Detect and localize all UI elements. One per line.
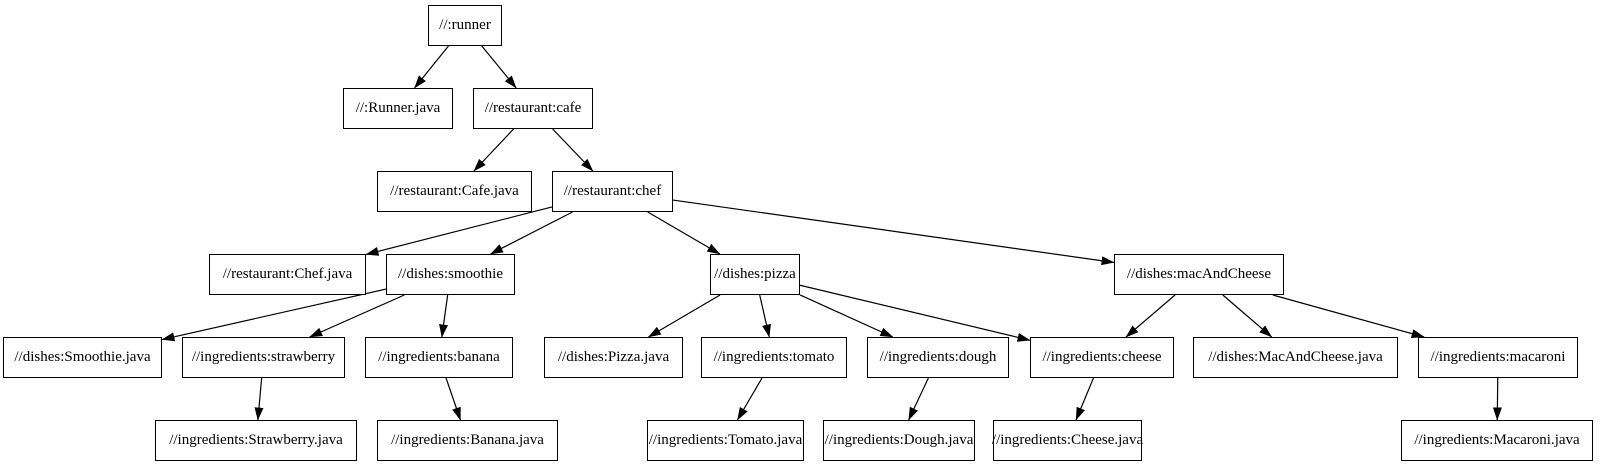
graph-edge-pizza-to-tomato (759, 294, 771, 338)
graph-node-macandcheese_java: //dishes:MacAndCheese.java (1193, 337, 1398, 378)
graph-node-runner: //:runner (428, 5, 502, 46)
graph-edge-chef-to-pizza (647, 211, 721, 255)
graph-node-cheese_java: //ingredients:Cheese.java (992, 420, 1143, 461)
graph-edge-macandcheese-to-cheese (1125, 294, 1176, 338)
graph-node-tomato_java: //ingredients:Tomato.java (647, 420, 804, 461)
graph-node-macaroni: //ingredients:macaroni (1418, 337, 1578, 378)
graph-node-chef: //restaurant:chef (552, 171, 673, 212)
graph-node-banana: //ingredients:banana (365, 337, 513, 378)
graph-node-smoothie: //dishes:smoothie (386, 254, 515, 295)
graph-edge-chef-to-macandcheese (672, 199, 1115, 266)
graph-edge-runner-to-cafe (481, 45, 517, 89)
graph-node-macaroni_java: //ingredients:Macaroni.java (1401, 420, 1593, 461)
graph-node-pizza: //dishes:pizza (710, 254, 800, 295)
graph-node-dough: //ingredients:dough (867, 337, 1009, 378)
graph-node-runner_java: //:Runner.java (343, 88, 453, 129)
graph-edge-smoothie-to-smoothie_java (161, 288, 387, 342)
graph-node-cafe: //restaurant:cafe (473, 88, 593, 129)
edge-group (161, 45, 1502, 421)
graph-edge-banana-to-banana_java (445, 377, 462, 421)
graph-node-strawberry_java: //ingredients:Strawberry.java (155, 420, 357, 461)
graph-node-macandcheese: //dishes:macAndCheese (1114, 254, 1284, 295)
graph-edge-tomato-to-tomato_java (736, 377, 763, 421)
graph-edge-cheese-to-cheese_java (1075, 377, 1095, 421)
graph-node-banana_java: //ingredients:Banana.java (377, 420, 558, 461)
graph-edge-cafe-to-chef (552, 128, 594, 172)
graph-edge-pizza-to-dough (799, 294, 894, 338)
graph-edge-macandcheese-to-macaroni (1272, 294, 1425, 338)
graph-node-cheese: //ingredients:cheese (1030, 337, 1174, 378)
graph-edge-chef-to-chef_java (365, 206, 553, 256)
graph-edge-pizza-to-pizza_java (648, 294, 721, 338)
graph-node-strawberry: //ingredients:strawberry (182, 337, 345, 378)
graph-edge-strawberry-to-strawberry_java (254, 377, 264, 421)
graph-edge-smoothie-to-strawberry (309, 294, 405, 338)
graph-node-tomato: //ingredients:tomato (701, 337, 847, 378)
graph-edge-dough-to-dough_java (908, 377, 929, 421)
graph-edge-cafe-to-cafe_java (473, 128, 515, 172)
graph-node-smoothie_java: //dishes:Smoothie.java (3, 337, 162, 378)
graph-node-dough_java: //ingredients:Dough.java (823, 420, 975, 461)
graph-edge-runner-to-runner_java (414, 45, 449, 89)
graph-edge-chef-to-smoothie (490, 211, 573, 255)
graph-node-cafe_java: //restaurant:Cafe.java (377, 171, 532, 212)
graph-edge-macandcheese-to-macandcheese_java (1222, 294, 1273, 338)
graph-edge-pizza-to-cheese (799, 284, 1031, 342)
graph-node-pizza_java: //dishes:Pizza.java (544, 337, 683, 378)
graph-node-chef_java: //restaurant:Chef.java (209, 254, 366, 295)
graph-edge-macaroni-to-macaroni_java (1492, 377, 1502, 421)
graph-edge-smoothie-to-banana (439, 294, 449, 338)
